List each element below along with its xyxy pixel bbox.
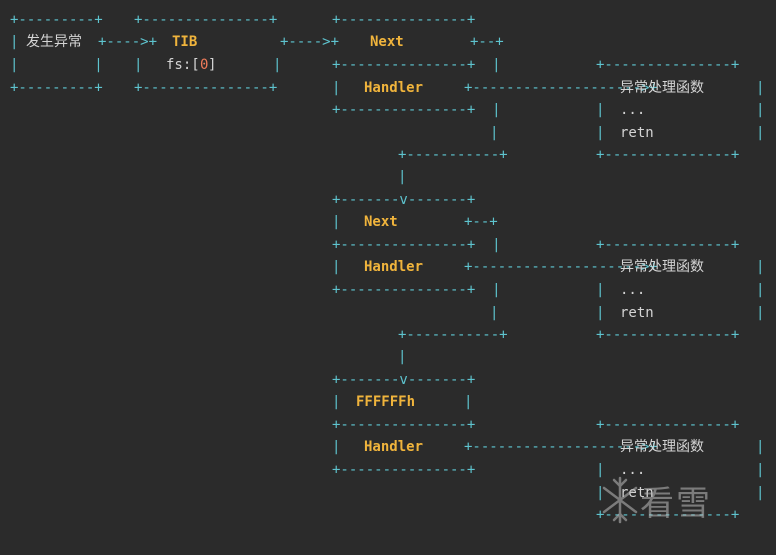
exception-box-side: | |: [10, 57, 103, 73]
func3-right-1: |: [756, 439, 765, 455]
tib-box-top: +---------------+: [134, 12, 278, 28]
record1-link-turn: +-----------+: [398, 147, 508, 163]
watermark-text: 看雪: [640, 484, 712, 524]
exception-box-top: +---------+: [10, 12, 103, 28]
record3-bottom: +---------------+: [332, 462, 476, 478]
record2-link-vertical: |: [490, 305, 499, 321]
tib-to-next-arrow: +---->+: [280, 34, 340, 50]
tib-box-side-right: |: [273, 57, 282, 73]
record3-end-right: |: [464, 394, 473, 410]
record2-mid: +---------------+ |: [332, 237, 501, 253]
func1-bottom: +---------------+: [596, 147, 740, 163]
record2-next-link: +--+: [464, 214, 498, 230]
func3-right-2: |: [756, 462, 765, 478]
record2-handler-arrow: +-------------------->+: [464, 259, 658, 275]
func1-top: +---------------+: [596, 57, 740, 73]
record2-handler-label: Handler: [364, 259, 424, 275]
record1-handler-left: |: [332, 80, 341, 96]
record1-handler-label: Handler: [364, 80, 424, 96]
func3-bottom: +---------------+: [596, 507, 740, 523]
func2-right-2: |: [756, 282, 765, 298]
func1-retn: retn: [620, 125, 654, 141]
snowflake-icon: [602, 476, 638, 524]
func1-left-2: |: [596, 102, 605, 118]
record2-next-label: Next: [364, 214, 398, 230]
func1-title: 异常处理函数: [620, 80, 704, 96]
record2-link-down: |: [398, 349, 407, 365]
func2-title: 异常处理函数: [620, 259, 704, 275]
func1-right-2: |: [756, 102, 765, 118]
func1-right-3: |: [756, 125, 765, 141]
tib-fs-prefix: fs:[: [166, 57, 200, 73]
record3-handler-left: |: [332, 439, 341, 455]
exception-box-left: |: [10, 34, 19, 50]
func3-right-3: |: [756, 485, 765, 501]
func2-retn: retn: [620, 305, 654, 321]
record3-handler-label: Handler: [364, 439, 424, 455]
record2-handler-left: |: [332, 259, 341, 275]
record1-next-label: Next: [370, 34, 404, 50]
func3-retn: retn: [620, 485, 654, 501]
record1-top: +---------------+: [332, 12, 476, 28]
record2-bottom: +---------------+ |: [332, 282, 501, 298]
record1-bottom: +---------------+ |: [332, 102, 501, 118]
tib-label: TIB: [172, 34, 198, 50]
tib-box-side-left: |: [134, 57, 143, 73]
record1-handler-arrow: +-------------------->+: [464, 80, 658, 96]
record3-mid: +---------------+: [332, 417, 476, 433]
record1-mid: +---------------+ |: [332, 57, 501, 73]
func2-right-1: |: [756, 259, 765, 275]
func2-right-3: |: [756, 305, 765, 321]
tib-box-bottom: +---------------+: [134, 80, 278, 96]
record3-end-marker: FFFFFFh: [356, 394, 416, 410]
func1-left-3: |: [596, 125, 605, 141]
tib-fs-number: 0: [200, 57, 209, 73]
func3-title: 异常处理函数: [620, 439, 704, 455]
record2-link-turn: +-----------+: [398, 327, 508, 343]
func3-top: +---------------+: [596, 417, 740, 433]
func2-top: +---------------+: [596, 237, 740, 253]
func2-bottom: +---------------+: [596, 327, 740, 343]
func1-right-1: |: [756, 80, 765, 96]
func2-ellipsis: ...: [620, 282, 646, 298]
record1-next-link: +--+: [470, 34, 504, 50]
record3-top: +-------v-------+: [332, 372, 476, 388]
record1-link-down: |: [398, 169, 407, 185]
func2-left-3: |: [596, 305, 605, 321]
exception-label: 发生异常: [26, 34, 82, 50]
record1-link-vertical: |: [490, 125, 499, 141]
func3-left-3: |: [596, 485, 605, 501]
record2-next-left: |: [332, 214, 341, 230]
func3-ellipsis: ...: [620, 462, 646, 478]
exception-box-bottom: +---------+: [10, 80, 103, 96]
record3-end-left: |: [332, 394, 341, 410]
record3-handler-arrow: +-------------------->+: [464, 439, 658, 455]
tib-fs-suffix: ]: [208, 57, 217, 73]
record2-top: +-------v-------+: [332, 192, 476, 208]
kanxue-watermark: 看雪: [600, 470, 750, 532]
func3-left-2: |: [596, 462, 605, 478]
func1-ellipsis: ...: [620, 102, 646, 118]
func2-left-2: |: [596, 282, 605, 298]
exception-to-tib-arrow: +---->+: [98, 34, 158, 50]
